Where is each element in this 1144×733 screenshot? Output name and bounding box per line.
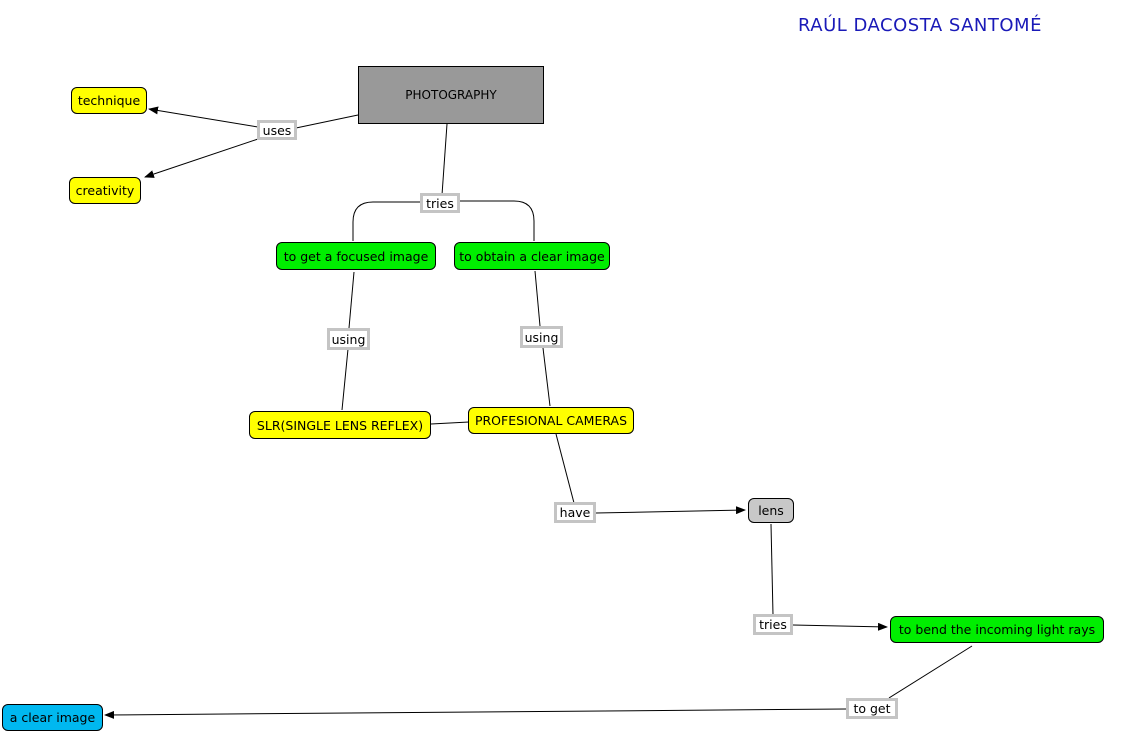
connector-clear-using: [534, 270, 541, 327]
connector-uses-creativity: [144, 138, 259, 178]
connector-lens-tries: [770, 523, 774, 616]
link-tries-top[interactable]: tries: [420, 193, 460, 213]
connector-focused-using: [348, 271, 355, 329]
concept-technique[interactable]: technique: [71, 87, 147, 114]
concept-obtain-clear-image[interactable]: to obtain a clear image: [454, 242, 610, 270]
connector-have-lens: [595, 506, 746, 515]
link-using-left[interactable]: using: [327, 328, 370, 350]
link-tries-lens[interactable]: tries: [753, 614, 793, 635]
author-name: RAÚL DACOSTA SANTOMÉ: [798, 15, 1042, 36]
concept-profesional-cameras[interactable]: PROFESIONAL CAMERAS: [468, 407, 634, 434]
concept-photography[interactable]: PHOTOGRAPHY: [358, 66, 544, 124]
connector-toget-clearimage: [104, 708, 847, 719]
connector-photography-uses: [295, 114, 359, 129]
link-uses[interactable]: uses: [257, 120, 297, 140]
connector-using-slr: [341, 348, 349, 411]
link-have[interactable]: have: [554, 502, 596, 523]
connector-slr-cameras: [430, 421, 470, 425]
concept-lens[interactable]: lens: [748, 498, 794, 523]
concept-creativity[interactable]: creativity: [69, 177, 141, 204]
concept-focused-image[interactable]: to get a focused image: [276, 242, 436, 270]
connector-using-cameras: [542, 347, 551, 407]
connector-tries-clear: [460, 200, 535, 241]
concept-clear-image[interactable]: a clear image: [2, 704, 103, 731]
connector-uses-technique: [148, 106, 259, 128]
connector-tries-bend: [792, 622, 888, 631]
connector-cameras-have: [555, 433, 575, 504]
connector-tries-focused: [352, 201, 421, 241]
connector-bend-toget: [888, 645, 973, 699]
concept-bend-light[interactable]: to bend the incoming light rays: [890, 616, 1104, 643]
link-using-right[interactable]: using: [520, 326, 563, 348]
connector-photography-tries: [441, 123, 448, 196]
link-to-get[interactable]: to get: [846, 698, 898, 719]
concept-slr[interactable]: SLR(SINGLE LENS REFLEX): [249, 411, 431, 439]
